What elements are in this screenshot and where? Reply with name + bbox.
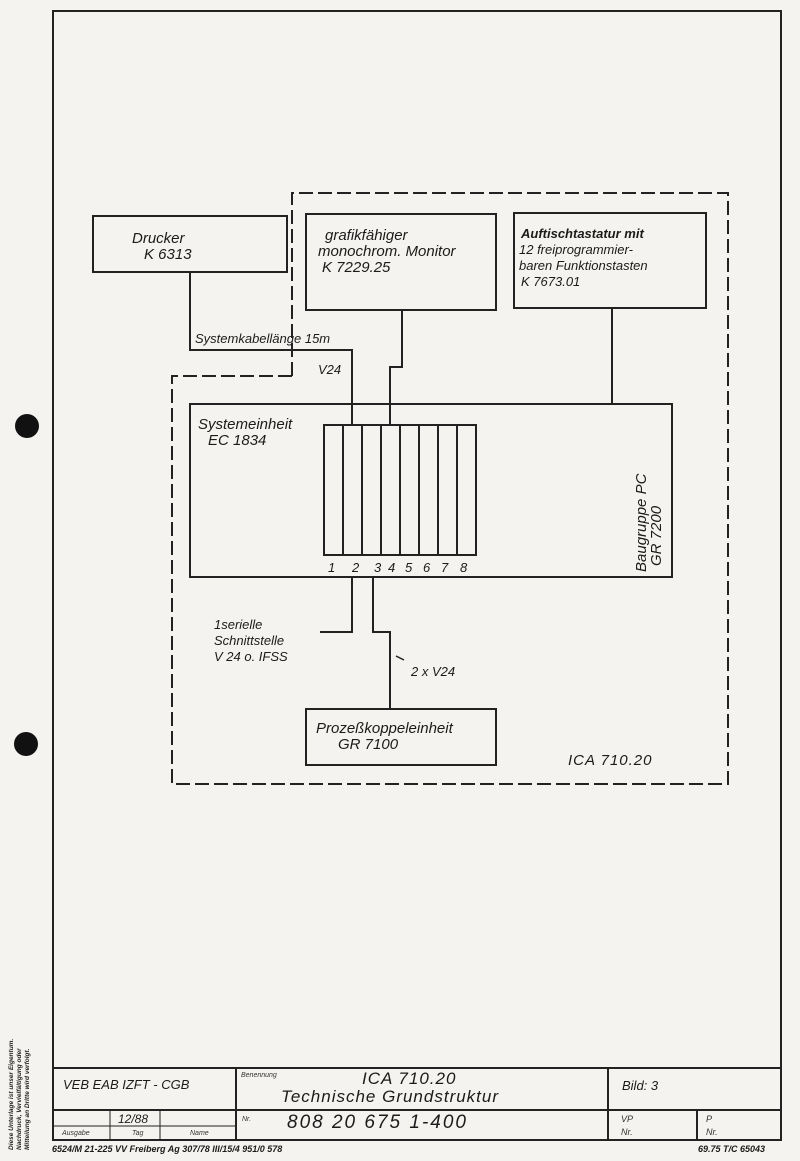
ausgabe-label: Ausgabe [62, 1130, 90, 1137]
monitor-cable [389, 311, 403, 425]
tastatur-line2: 12 freiprogrammier- [519, 242, 633, 257]
punch-hole-top [15, 414, 39, 438]
benennung-label: Benennung [241, 1072, 277, 1079]
seriell-line1: 1serielle [214, 617, 263, 632]
slot-number: 6 [423, 560, 431, 575]
monitor-line2: monochrom. Monitor [318, 243, 456, 260]
kabel-length-label: Systemkabellänge 15m [195, 331, 331, 346]
v24-process-line [372, 578, 391, 708]
p-label: P [706, 1114, 713, 1124]
slot-number: 8 [460, 560, 468, 575]
prozess-label: Prozeßkoppeleinheit [316, 720, 453, 737]
footer-left: 6524/M 21-225 VV Freiberg Ag 307/78 III/… [52, 1144, 283, 1154]
drawing-frame [52, 10, 782, 1141]
seriell-line2: Schnittstelle [214, 633, 285, 648]
slot-number: 7 [441, 560, 449, 575]
ica-label: ICA 710.20 [568, 752, 653, 769]
systemeinheit-box [189, 403, 673, 578]
two-v24-label: 2 x V24 [411, 664, 456, 679]
p-nr-label: Nr. [706, 1127, 718, 1137]
vp-nr-label: Nr. [621, 1127, 633, 1137]
slot-number: 4 [388, 560, 396, 575]
monitor-line1: grafikfähiger [325, 227, 408, 244]
slot-number: 1 [328, 560, 336, 575]
slot-number: 3 [374, 560, 382, 575]
drawing-number: 808 20 675 1-400 [287, 1112, 468, 1133]
title-line2: Technische Grundstruktur [281, 1087, 500, 1106]
seriell-line3: V 24 o. IFSS [214, 649, 288, 664]
copyright-line3: Mitteilung an Dritte wird verfolgt. [24, 1048, 31, 1150]
monitor-box [305, 213, 497, 311]
tastatur-box [513, 212, 707, 309]
drucker-label: Drucker [132, 230, 185, 247]
copyright-line1: Diese Unterlage ist unser Eigentum. [8, 1038, 15, 1150]
prozess-box [305, 708, 497, 766]
monitor-model: K 7229.25 [322, 259, 391, 276]
nr-label: Nr. [242, 1116, 252, 1123]
tastatur-line3: baren Funktionstasten [519, 258, 648, 273]
name-label: Name [190, 1130, 209, 1137]
vp-label: VP [621, 1114, 634, 1124]
serial-line [320, 578, 353, 633]
baugruppe-model: GR 7200 [648, 505, 665, 566]
bild-label: Bild: 3 [622, 1078, 659, 1093]
drucker-box [92, 215, 288, 273]
drucker-model: K 6313 [144, 246, 192, 263]
tag-label: Tag [132, 1130, 144, 1137]
date-value: 12/88 [118, 1112, 149, 1126]
ica-enclosure [171, 192, 729, 785]
footer-right: 69.75 T/C 65043 [698, 1144, 766, 1154]
company-label: VEB EAB IZFT - CGB [63, 1077, 190, 1092]
systemeinheit-model: EC 1834 [208, 432, 267, 449]
tastatur-line1: Auftischtastatur mit [521, 226, 644, 241]
slot-number: 5 [405, 560, 413, 575]
drucker-cable [189, 273, 353, 425]
systemeinheit-label: Systemeinheit [198, 416, 293, 433]
v24-label: V24 [318, 362, 342, 377]
tastatur-model: K 7673.01 [521, 274, 581, 289]
punch-hole-bottom [14, 732, 38, 756]
prozess-model: GR 7100 [338, 736, 399, 753]
copyright-note: Diese Unterlage ist unser Eigentum. Nach… [8, 1039, 32, 1150]
copyright-line2: Nachdruck, Vervielfältigung oder [16, 1048, 23, 1150]
title-line1: ICA 710.20 [362, 1069, 457, 1088]
slot-number: 2 [352, 560, 360, 575]
